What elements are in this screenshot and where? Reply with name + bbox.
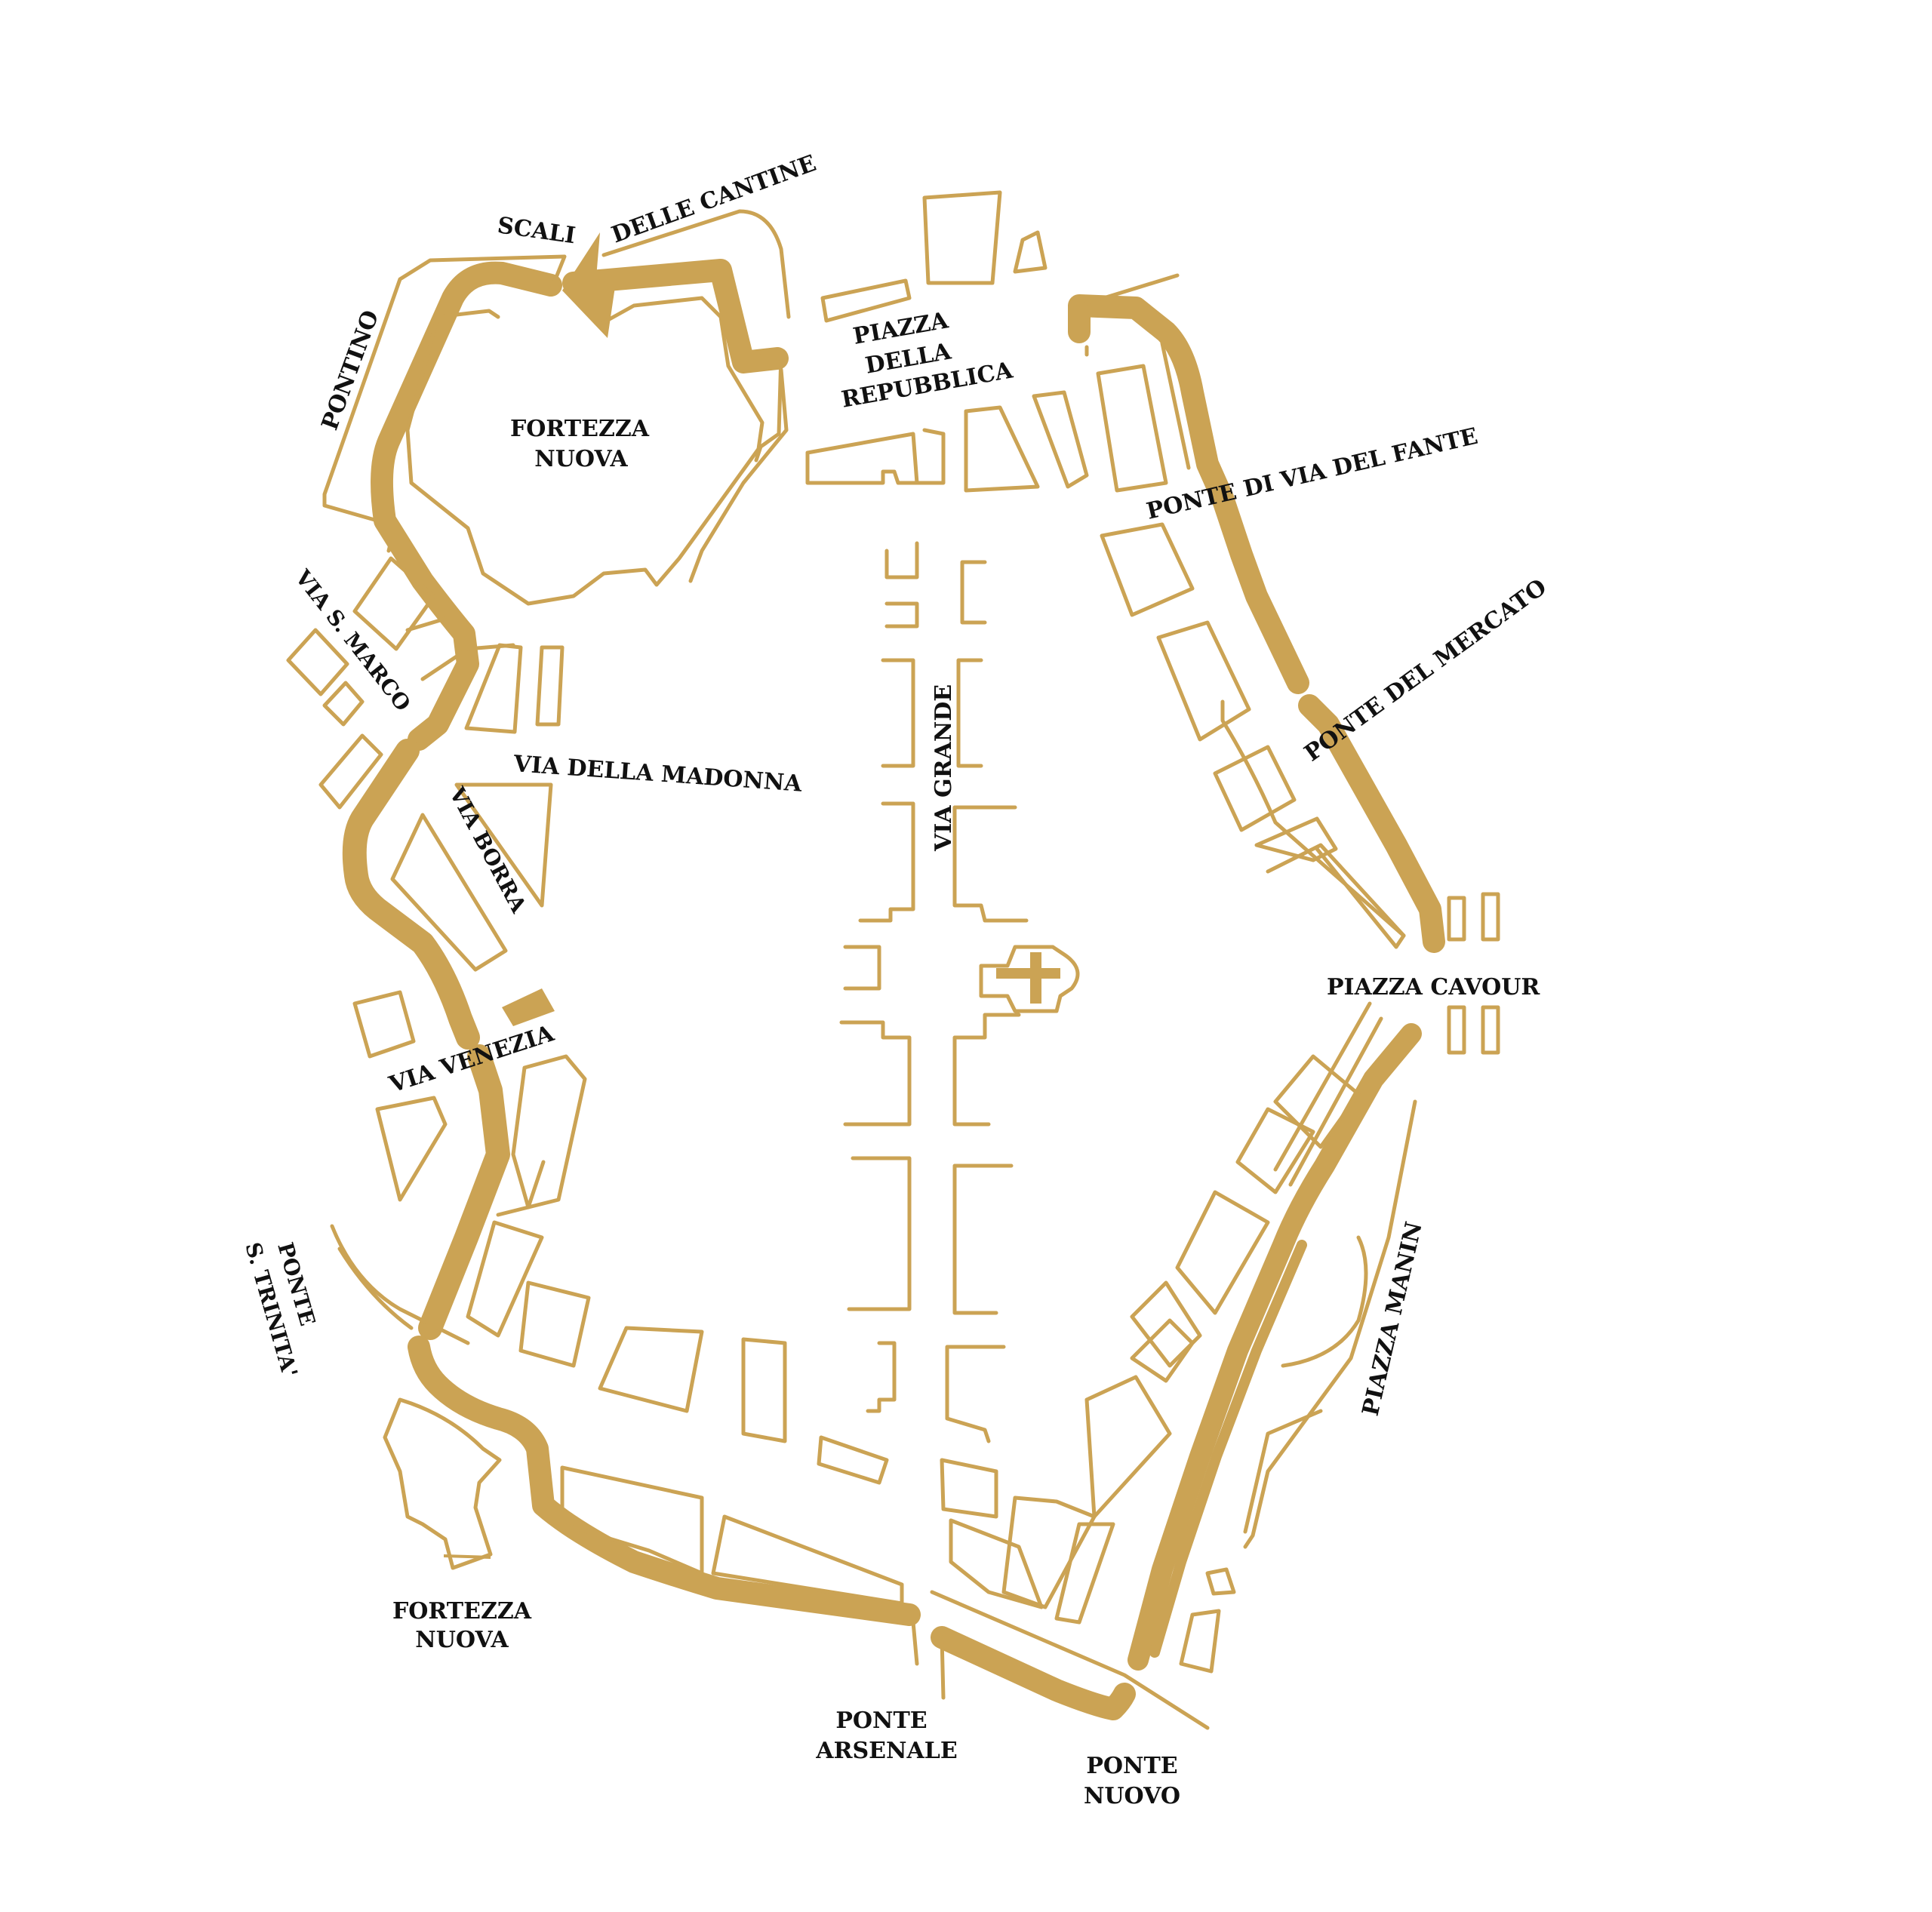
block-west-4 [318, 733, 383, 810]
label-ponte-del-mercato: PONTE DEL MERCATO [1300, 574, 1552, 767]
canal-west-upper [371, 261, 562, 751]
canal-west-middle [342, 739, 480, 1050]
label-ponte-arsenale-2: ARSENALE [815, 1738, 957, 1764]
building-outlines [286, 190, 1500, 1730]
label-piazza-manin: PIAZZA MANIN [1358, 1219, 1428, 1419]
block-south-5 [949, 1518, 1044, 1609]
block-west-1 [352, 556, 436, 651]
block-east-1 [1084, 1375, 1172, 1519]
block-piazza-3 [820, 278, 912, 323]
label-fortezza-nuova-bottom-2: NUOVA [415, 1627, 509, 1653]
block-south-7 [1054, 1522, 1115, 1625]
block-ne-2 [1213, 745, 1297, 832]
block-piazza-5 [915, 428, 946, 485]
block-ne-5 [1096, 364, 1168, 493]
ponte-s-trinita-curve [330, 1224, 470, 1345]
label-delle-cantine: DELLE CANTINE [608, 150, 820, 249]
block-sw-3 [598, 1326, 704, 1413]
block-madonna-1 [464, 643, 523, 734]
block-piazza-4 [805, 432, 919, 485]
block-venezia-3 [511, 1054, 587, 1210]
block-borra-triangle [454, 782, 553, 908]
block-ne-7 [964, 405, 1040, 493]
canal-east-lower [1128, 1023, 1422, 1671]
fortezza-nuova-bottom-outline [383, 1397, 502, 1570]
block-sw-2 [518, 1280, 591, 1368]
canal-east-lower-2 [1149, 1240, 1307, 1658]
block-east-3 [1130, 1280, 1202, 1368]
church-outline [979, 945, 1080, 1013]
block-ne-1 [1254, 816, 1338, 862]
block-ne-6 [1032, 390, 1089, 489]
fortezza-nuova-outline [405, 296, 764, 606]
block-south-2 [711, 1514, 904, 1606]
label-ponte-nuovo-2: NUOVO [1084, 1783, 1180, 1809]
block-east-5 [1235, 1107, 1315, 1194]
label-fortezza-nuova-bottom-1: FORTEZZA [392, 1598, 532, 1625]
block-south-3 [817, 1435, 889, 1485]
canal-south-east [931, 1626, 1136, 1720]
via-grande-right [945, 560, 1029, 1443]
block-borra [390, 813, 508, 972]
label-piazza-cavour: PIAZZA CAVOUR [1327, 974, 1540, 1001]
block-venezia-1 [352, 990, 416, 1059]
block-west-2 [286, 628, 349, 696]
block-piazza-1 [922, 190, 1002, 285]
canal-south-west [408, 1336, 921, 1626]
block-ne-3 [1156, 620, 1251, 742]
fortezza-nuova-bridge [444, 1554, 491, 1559]
block-venezia-dark [502, 988, 555, 1026]
block-south-1 [560, 1465, 704, 1575]
block-east-7 [1205, 1567, 1236, 1596]
block-madonna-2 [535, 645, 565, 727]
block-ne-4 [1100, 522, 1195, 617]
block-south-6 [1001, 1495, 1097, 1609]
block-west-3 [322, 681, 365, 727]
block-east-8 [1179, 1609, 1221, 1674]
label-scali: SCALI [496, 212, 577, 249]
label-via-grande: VIA GRANDE [931, 684, 957, 852]
canal-west-lower [418, 1044, 510, 1340]
block-venezia-4 [496, 1160, 546, 1217]
church-cross-icon [996, 952, 1060, 1004]
via-grande-left [839, 541, 919, 1413]
block-south-4 [940, 1458, 998, 1519]
canal-arrow [562, 232, 615, 338]
label-via-della-madonna: VIA DELLA MADONNA [512, 751, 803, 798]
block-venezia-2 [375, 1096, 448, 1202]
block-east-4 [1175, 1190, 1270, 1315]
label-via-borra: VIA BORRA [444, 782, 531, 918]
block-ne-8 [1077, 273, 1180, 308]
label-ponte-nuovo-1: PONTE [1086, 1753, 1177, 1779]
label-ponte-arsenale-1: PONTE [835, 1708, 927, 1734]
canal-network [342, 232, 1445, 1720]
canal-east-upper [1298, 694, 1445, 953]
label-fortezza-nuova-top-2: NUOVA [534, 446, 628, 472]
block-east-6 [1273, 1054, 1361, 1149]
label-fortezza-nuova-top-1: FORTEZZA [510, 416, 650, 442]
block-sw-1 [466, 1220, 544, 1338]
block-sw-4 [741, 1337, 787, 1443]
block-piazza-2 [1013, 230, 1048, 274]
canal-east-middle [1068, 294, 1309, 694]
